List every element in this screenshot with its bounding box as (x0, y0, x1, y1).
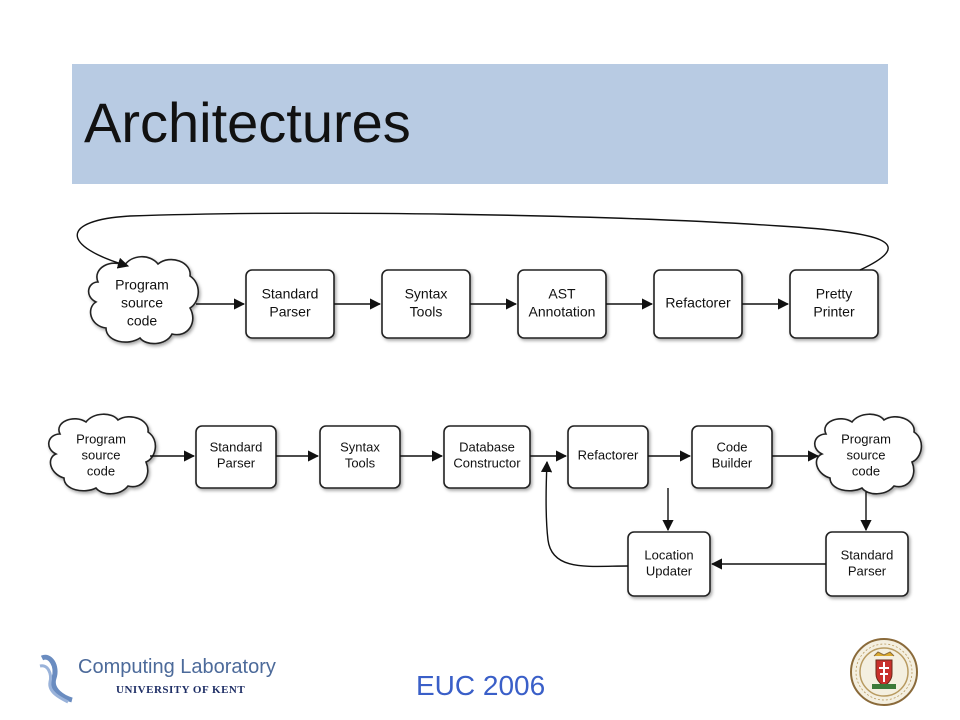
cloud-label-line: code (127, 313, 158, 329)
cloud-label-line: source (121, 295, 163, 311)
box-label-line: Constructor (453, 455, 521, 470)
box-standard-parser-2: Standard Parser (195, 425, 277, 489)
cloud-label-line: Program (76, 431, 126, 446)
box-location-updater: Location Updater (627, 531, 711, 597)
cloud-label-line: Program (841, 431, 891, 446)
box-label-line: Parser (848, 563, 887, 578)
box-label-line: Database (459, 439, 515, 454)
box-label-line: Tools (345, 455, 376, 470)
box-label-line: Syntax (340, 439, 380, 454)
box-label-line: Pretty (816, 286, 853, 302)
box-label-line: Parser (269, 304, 311, 320)
university-seal-icon (848, 636, 920, 713)
box-label-line: Code (716, 439, 747, 454)
cloud-program-source-3: Program source code (814, 413, 923, 495)
kent-logo-icon (39, 654, 73, 704)
cloud-program-source-1: Program source code (87, 255, 200, 345)
box-label-line: Builder (712, 455, 753, 470)
box-label-line: Location (644, 547, 693, 562)
cloud-label-line: code (852, 463, 880, 478)
box-code-builder: Code Builder (691, 425, 773, 489)
box-label-line: Standard (262, 286, 319, 302)
cloud-program-source-2: Program source code (48, 413, 157, 495)
cloud-label-line: source (846, 447, 885, 462)
box-refactorer-2: Refactorer (567, 425, 649, 489)
cloud-label-line: source (81, 447, 120, 462)
box-refactorer-1: Refactorer (653, 269, 743, 339)
title-band: Architectures (72, 64, 888, 184)
computing-lab-logo: Computing Laboratory UNIVERSITY OF KENT (36, 650, 276, 706)
box-label-line: Updater (646, 563, 693, 578)
logo-line1: Computing Laboratory (78, 656, 276, 678)
box-label-line: Refactorer (578, 447, 639, 462)
footer-event: EUC 2006 (416, 670, 546, 701)
box-standard-parser-1: Standard Parser (245, 269, 335, 339)
feedback-arrow (540, 460, 629, 568)
box-label-line: Standard (841, 547, 894, 562)
box-label-line: Tools (410, 304, 443, 320)
box-label-line: Parser (217, 455, 256, 470)
loop-arrow (76, 212, 889, 271)
box-label-line: AST (548, 286, 576, 302)
cloud-label-line: Program (115, 277, 169, 293)
cloud-label-line: code (87, 463, 115, 478)
box-syntax-tools-2: Syntax Tools (319, 425, 401, 489)
diagram-1: Program source code Standard Parser Synt… (76, 212, 889, 345)
box-label-line: Annotation (529, 304, 596, 320)
diagram-2: Program source code Standard Parser Synt… (48, 413, 923, 597)
box-label-line: Standard (210, 439, 263, 454)
box-label-line: Syntax (405, 286, 448, 302)
box-standard-parser-3: Standard Parser (825, 531, 909, 597)
slide-title: Architectures (84, 91, 411, 154)
box-pretty-printer: Pretty Printer (789, 269, 879, 339)
box-database-constructor: Database Constructor (443, 425, 531, 489)
box-label-line: Refactorer (665, 295, 731, 311)
logo-line2: UNIVERSITY OF KENT (116, 684, 246, 696)
box-syntax-tools-1: Syntax Tools (381, 269, 471, 339)
box-label-line: Printer (813, 304, 855, 320)
box-ast-annotation: AST Annotation (517, 269, 607, 339)
